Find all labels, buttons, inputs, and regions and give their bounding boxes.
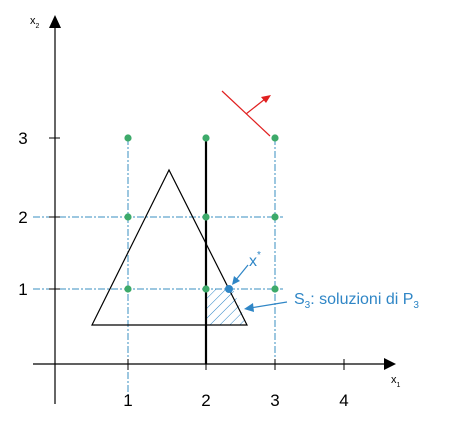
optimum-label-main: x: [249, 253, 257, 270]
y-axis-label-main: x: [30, 15, 36, 27]
y-tick-label-2: 2: [18, 208, 27, 227]
x-axis-label-sub: 1: [397, 382, 401, 389]
y-axis-arrow-icon: [49, 15, 61, 28]
tick-marks: [49, 137, 345, 370]
y-axis-label: x2: [30, 15, 40, 30]
lattice-point-1-3: [124, 134, 132, 142]
y-tick-label-1: 1: [18, 280, 27, 299]
grid-lines: [33, 138, 283, 406]
region-pointer-line: [249, 301, 288, 309]
lattice-point-2-2: [202, 213, 210, 221]
lattice-point-3-2: [271, 213, 279, 221]
x-tick-label-1: 1: [123, 391, 132, 410]
lattice-point-3-3: [271, 134, 279, 142]
optimum-pointer-arrow-icon: [232, 276, 240, 285]
region-label-suffix-sub: 3: [413, 300, 419, 311]
optimum-label-sup: *: [257, 250, 261, 261]
y-tick-label-3: 3: [18, 129, 27, 148]
relaxation-triangle: [91, 168, 248, 326]
y-axis-label-sub: 2: [36, 23, 40, 30]
x-tick-label-4: 4: [339, 391, 348, 410]
region-label-prefix-sub: 3: [305, 300, 311, 311]
x-axis-label-main: x: [391, 374, 397, 386]
lattice-points: [124, 134, 279, 293]
region-label-text: : soluzioni di P: [310, 291, 413, 308]
x-tick-label-2: 2: [201, 391, 210, 410]
optimum-point: [225, 285, 233, 293]
region-s3-hatched: [206, 289, 247, 325]
objective-gradient-arrow: [245, 98, 266, 115]
region-label-prefix: S: [294, 291, 305, 308]
lattice-point-3-1: [271, 285, 279, 293]
optimum-label: x*: [249, 250, 261, 270]
region-label: S3: soluzioni di P3: [294, 291, 419, 311]
region-pointer-arrow-icon: [244, 303, 254, 312]
lattice-point-2-1: [202, 285, 210, 293]
lattice-point-1-1: [124, 285, 132, 293]
objective-direction: [221, 90, 271, 137]
axes: [33, 15, 396, 404]
x-axis-label: x1: [391, 374, 401, 389]
lattice-point-2-3: [202, 134, 210, 142]
x-axis-arrow-icon: [384, 358, 396, 370]
lattice-point-1-2: [124, 213, 132, 221]
objective-arrow-head-icon: [261, 95, 271, 103]
optimum-pointer-line: [234, 264, 249, 282]
x-tick-label-3: 3: [270, 391, 279, 410]
